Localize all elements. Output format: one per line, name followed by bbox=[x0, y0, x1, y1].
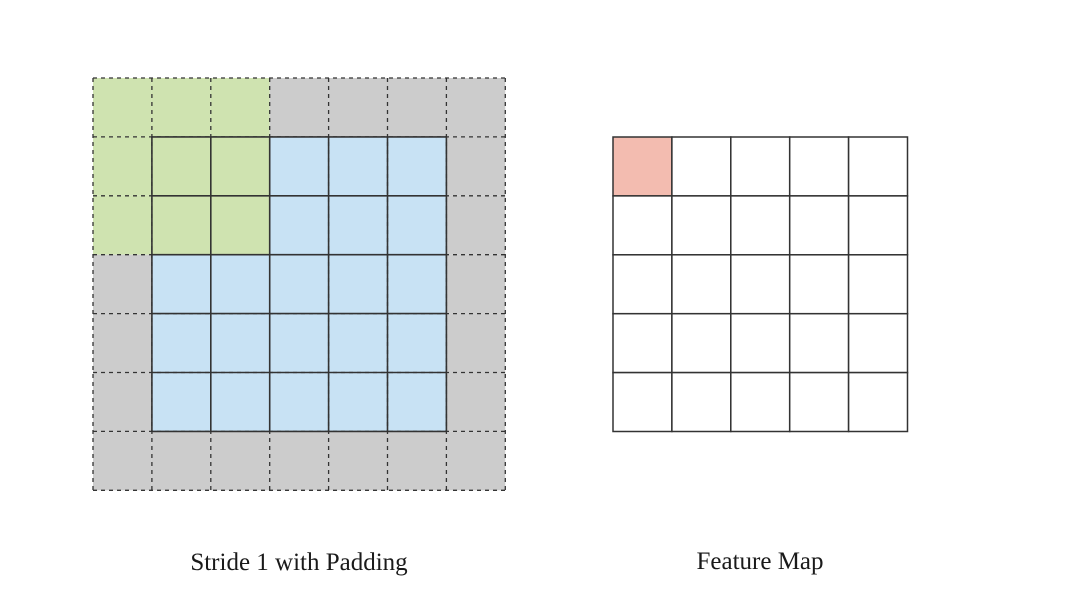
input-cell bbox=[387, 254, 447, 314]
input-cell bbox=[328, 195, 388, 255]
input-cell bbox=[387, 372, 447, 432]
input-cell bbox=[328, 254, 388, 314]
input-cell bbox=[151, 254, 211, 314]
padding-cell bbox=[93, 372, 152, 432]
input-cell bbox=[210, 254, 270, 314]
padded-input-caption: Stride 1 with Padding bbox=[190, 549, 408, 576]
feature-map-cell bbox=[671, 254, 732, 315]
kernel-cell bbox=[210, 136, 270, 196]
kernel-cell bbox=[151, 78, 211, 137]
padding-cell bbox=[446, 78, 506, 137]
kernel-cell bbox=[151, 195, 211, 255]
input-cell bbox=[151, 372, 211, 432]
feature-map-cell bbox=[730, 254, 791, 315]
feature-map-cell bbox=[788, 136, 850, 197]
input-cell bbox=[387, 136, 447, 196]
padding-cell bbox=[446, 431, 506, 491]
padding-cell bbox=[446, 195, 506, 255]
padding-cell bbox=[446, 136, 506, 196]
feature-map-cell bbox=[671, 371, 732, 433]
kernel-cell bbox=[93, 195, 152, 255]
feature-map-cell bbox=[730, 136, 791, 197]
kernel-cell bbox=[210, 78, 270, 137]
input-cell bbox=[387, 195, 447, 255]
input-cell bbox=[210, 313, 270, 373]
padding-cell bbox=[328, 431, 388, 491]
kernel-cell bbox=[93, 78, 152, 137]
feature-map-cell bbox=[788, 195, 850, 256]
input-cell bbox=[328, 372, 388, 432]
padding-cell bbox=[446, 313, 506, 373]
feature-map-cell bbox=[847, 371, 909, 433]
input-cell bbox=[269, 372, 329, 432]
kernel-cell bbox=[210, 195, 270, 255]
input-cell bbox=[269, 195, 329, 255]
feature-map-cell bbox=[612, 254, 673, 315]
padding-cell bbox=[93, 254, 152, 314]
padding-cell bbox=[387, 78, 447, 137]
feature-map-highlighted-cell bbox=[612, 136, 673, 197]
feature-map-caption: Feature Map bbox=[696, 548, 824, 575]
padding-cell bbox=[446, 254, 506, 314]
feature-map-cell bbox=[847, 254, 909, 315]
feature-map-cell bbox=[847, 136, 909, 197]
feature-map-cell bbox=[612, 195, 673, 256]
padding-cell bbox=[446, 372, 506, 432]
feature-map-cell bbox=[788, 254, 850, 315]
padding-cell bbox=[387, 431, 447, 491]
padding-cell bbox=[269, 431, 329, 491]
padding-cell bbox=[210, 431, 270, 491]
feature-map-cell bbox=[671, 312, 732, 374]
feature-map-cell bbox=[730, 371, 791, 433]
input-cell bbox=[269, 254, 329, 314]
input-cell bbox=[210, 372, 270, 432]
feature-map-cell bbox=[671, 195, 732, 256]
kernel-cell bbox=[151, 136, 211, 196]
input-cell bbox=[269, 136, 329, 196]
padding-cell bbox=[328, 78, 388, 137]
feature-map-cell bbox=[847, 195, 909, 256]
padded-input-grid bbox=[92, 77, 506, 491]
padding-cell bbox=[151, 431, 211, 491]
input-cell bbox=[269, 313, 329, 373]
feature-map-grid bbox=[612, 136, 909, 433]
kernel-cell bbox=[93, 136, 152, 196]
padding-cell bbox=[93, 431, 152, 491]
input-cell bbox=[387, 313, 447, 373]
feature-map-cell bbox=[671, 136, 732, 197]
feature-map-cell bbox=[730, 195, 791, 256]
padding-cell bbox=[93, 313, 152, 373]
input-cell bbox=[151, 313, 211, 373]
feature-map-cell bbox=[730, 312, 791, 374]
feature-map-cell bbox=[612, 371, 673, 433]
feature-map-cell bbox=[788, 312, 850, 374]
feature-map-cell bbox=[788, 371, 850, 433]
padding-cell bbox=[269, 78, 329, 137]
input-cell bbox=[328, 313, 388, 373]
input-cell bbox=[328, 136, 388, 196]
feature-map-cell bbox=[847, 312, 909, 374]
feature-map-cell bbox=[612, 312, 673, 374]
